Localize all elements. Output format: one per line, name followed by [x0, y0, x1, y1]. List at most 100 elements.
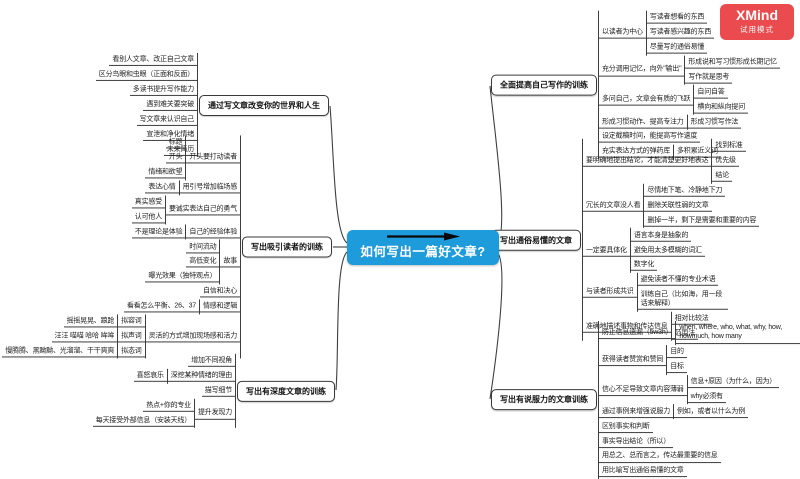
topic-label[interactable]: 语言本身是抽象的 — [630, 229, 692, 242]
topic-label[interactable]: 描写细节 — [201, 385, 235, 398]
topic-label[interactable]: 以读者为中心 — [599, 27, 646, 39]
topic-label[interactable]: 充分调用记忆，向外"输出" — [599, 64, 685, 77]
topic-label[interactable]: 看别人文章、改正自己文章 — [109, 54, 197, 67]
topic-label[interactable]: 每天接受外部信息（安装天线） — [92, 415, 194, 427]
topic-label[interactable]: 拟声词 — [118, 330, 145, 343]
topic-label[interactable]: 喜怒哀乐 — [133, 370, 167, 383]
topic-children: 摇摇晃晃、踉跄拟容词汪汪 喵喵 哈哈 哞哞拟声词慢腾腾、黑黝黝、光溜溜、干干爽爽… — [2, 313, 146, 359]
topic-label[interactable]: 一定要具体化 — [583, 244, 630, 257]
topic-label[interactable]: 开头要打动读者 — [186, 152, 240, 164]
topic-label[interactable]: 形成习惯动作、提高专注力 — [599, 116, 687, 129]
topic-label[interactable]: when, where, who, what, why, how, howmuc… — [676, 322, 800, 344]
topic-label[interactable]: 真实感受 — [131, 196, 165, 209]
topic-label[interactable]: 准确地描述事物和传达信息 — [583, 320, 671, 333]
topic-label[interactable]: 拟容词 — [118, 315, 145, 328]
topic-label[interactable]: 充实表达方式的弹药库 — [599, 146, 673, 158]
topic-label[interactable]: 开头 — [165, 152, 186, 164]
topic-label[interactable]: 与读者形成共识 — [583, 286, 637, 299]
topic-label[interactable]: 信息+原因（为什么，因为） — [687, 376, 780, 389]
topic-label[interactable]: 标题 — [165, 137, 186, 149]
topic-label[interactable]: 形成说和写习惯形成长期记忆 — [685, 57, 780, 69]
topic-label[interactable]: 目的 — [667, 346, 687, 359]
topic-node: 数字化 — [630, 258, 658, 273]
topic-label[interactable]: 结论 — [712, 170, 733, 182]
topic-label[interactable]: 避免读者不懂的专业术语 — [637, 274, 719, 287]
topic-label[interactable]: 多读书提升写作能力 — [129, 84, 197, 97]
topic-label[interactable]: 训练自己（比如海，用一段话来解释） — [637, 289, 728, 311]
topic-label[interactable]: 获得读者赞赏和赞同 — [599, 354, 667, 366]
topic-label[interactable]: 提升发现力 — [195, 407, 235, 420]
topic-label[interactable]: 自问自答 — [694, 86, 728, 99]
topic-label[interactable]: 未来简历 — [163, 144, 197, 156]
topic-label[interactable]: 写文章来认识自己 — [136, 114, 197, 126]
topic-label[interactable]: 灵活的方式增加现场感和活力 — [145, 330, 240, 343]
topic-label[interactable]: 优先级 — [712, 155, 739, 168]
topic-children: 喜怒哀乐 — [133, 368, 168, 384]
topic-label[interactable]: 找到标准 — [712, 140, 746, 153]
topic-label[interactable]: 用比喻写出通俗易懂的文章 — [599, 465, 687, 478]
topic-label[interactable]: 多问自己，文章会有质的飞跃 — [599, 94, 694, 106]
topic-label[interactable]: 高低变化 — [186, 256, 220, 268]
topic-label[interactable]: 冗长的文章没人看 — [583, 200, 644, 212]
topic-label[interactable]: 遇到难关要突破 — [143, 99, 197, 112]
topic-label[interactable]: 要明确地提出结论，才能清楚更好地表达 — [583, 155, 712, 168]
branch-group-overall-improve: 全面提高自己写作的训练 以读者为中心写读者想看的东西写读者感兴趣的东西尽量写的通俗… — [490, 10, 780, 160]
topic-label[interactable]: 范围法 — [671, 328, 699, 340]
topic-label[interactable]: 删除关联性弱的文章 — [644, 200, 712, 212]
branch-topic-label[interactable]: 通过写文章改变你的世界和人生 — [199, 94, 329, 116]
topic-label[interactable]: 要诚实表达自己的勇气 — [166, 204, 240, 216]
topic-label[interactable]: 设定截稿时间，能提高写作速度 — [599, 131, 701, 144]
branch-topic: 标题开头情绪和欲望开头要打动读者表达心情用引号增加临场感真实感受认可他人要诚实表… — [2, 135, 333, 359]
topic-label[interactable]: 用总之、总而言之，传达最重要的信息 — [599, 451, 721, 463]
topic-label[interactable]: 尽量写的通俗易懂 — [646, 42, 708, 54]
topic-label[interactable]: 表达心情 — [145, 181, 179, 194]
topic-label[interactable]: 情感和逻辑 — [200, 300, 240, 313]
topic-label[interactable]: 看看怎么平衡、26、37 — [123, 300, 199, 313]
topic-label[interactable]: 数字化 — [630, 259, 658, 272]
topic-label[interactable]: 尽情地下笔、冷静地下刀 — [644, 185, 726, 197]
topic-label[interactable]: 写作就是思考 — [685, 72, 733, 84]
topic-label[interactable]: 区别事实和判断 — [599, 421, 653, 433]
topic-label[interactable]: 自信和决心 — [200, 286, 240, 298]
topic-label[interactable]: 增加不同视角 — [188, 355, 235, 368]
branch-topic-label[interactable]: 写出吸引读者的训练 — [242, 236, 332, 258]
topic-label[interactable]: 故事 — [220, 256, 240, 268]
branch-topic-label[interactable]: 写出通俗易懂的文章 — [491, 229, 581, 251]
topic-label[interactable]: 摇摇晃晃、踉跄 — [63, 315, 118, 328]
topic-label[interactable]: 事实导出结论（所以） — [599, 436, 673, 448]
topic-label[interactable]: 防止信息遗漏（5w3h） — [599, 327, 676, 340]
topic-label[interactable]: 例如，或者以什么为例 — [674, 406, 748, 419]
topic-label[interactable]: 热点+你的专业 — [143, 400, 194, 412]
topic-label[interactable]: 相对比较法 — [671, 313, 712, 325]
topic-label[interactable]: 写读者想看的东西 — [646, 12, 708, 25]
topic-node: 删掉一半，剩下是需要和重要的内容 — [644, 213, 760, 228]
topic-label[interactable]: 自己的经验体验 — [186, 226, 240, 239]
topic-label[interactable]: 拟态词 — [118, 345, 145, 358]
topic-label[interactable]: 删掉一半，剩下是需要和重要的内容 — [644, 215, 760, 227]
topic-label[interactable]: 区分鸟眼和虫眼（正面和反面） — [95, 69, 197, 82]
branch-topic-label[interactable]: 全面提高自己写作的训练 — [491, 74, 597, 96]
topic-label[interactable]: 曝光效果（独特观点） — [145, 271, 220, 283]
topic-label[interactable]: 形成习惯写作法 — [687, 116, 742, 129]
central-topic[interactable]: 如何写出一篇好文章? — [347, 230, 499, 265]
topic-label[interactable]: 情绪和欲望 — [145, 167, 186, 179]
topic-label[interactable]: 深挖某种情绪的理由 — [167, 370, 235, 383]
topic-label[interactable]: 通过事例来增强说服力 — [599, 406, 673, 419]
topic-label[interactable]: 信心不足导致文章内容薄弱 — [599, 384, 687, 396]
branch-topic-label[interactable]: 写出有深度文章的训练 — [237, 380, 335, 402]
topic-label[interactable]: 目标 — [667, 361, 687, 374]
topic-label[interactable]: 汪汪 喵喵 哈哈 哞哞 — [51, 330, 118, 343]
topic-label[interactable]: 认可他人 — [131, 211, 165, 224]
topic-label[interactable]: 横向和纵向提问 — [694, 101, 749, 114]
topic-label[interactable]: 慢腾腾、黑黝黝、光溜溜、干干爽爽 — [2, 345, 118, 358]
topic-label[interactable]: 宣泄和净化情绪 — [143, 129, 197, 141]
topic-label[interactable]: 用引号增加临场感 — [179, 181, 240, 194]
branch-topic-label[interactable]: 写出有说服力的文章训练 — [491, 389, 597, 411]
topic-label[interactable]: 避免用太多模糊的词汇 — [630, 244, 705, 257]
topic-label[interactable]: 时间流动 — [186, 241, 220, 254]
topic-node: 区分鸟眼和虫眼（正面和反面） — [95, 68, 197, 83]
topic-label[interactable]: 写读者感兴趣的东西 — [646, 27, 715, 39]
topic-label[interactable]: why必须有 — [687, 391, 726, 404]
topic-label[interactable]: 不是理论是体验 — [131, 226, 186, 239]
topic-label[interactable]: 多积累近义词 — [674, 146, 721, 158]
